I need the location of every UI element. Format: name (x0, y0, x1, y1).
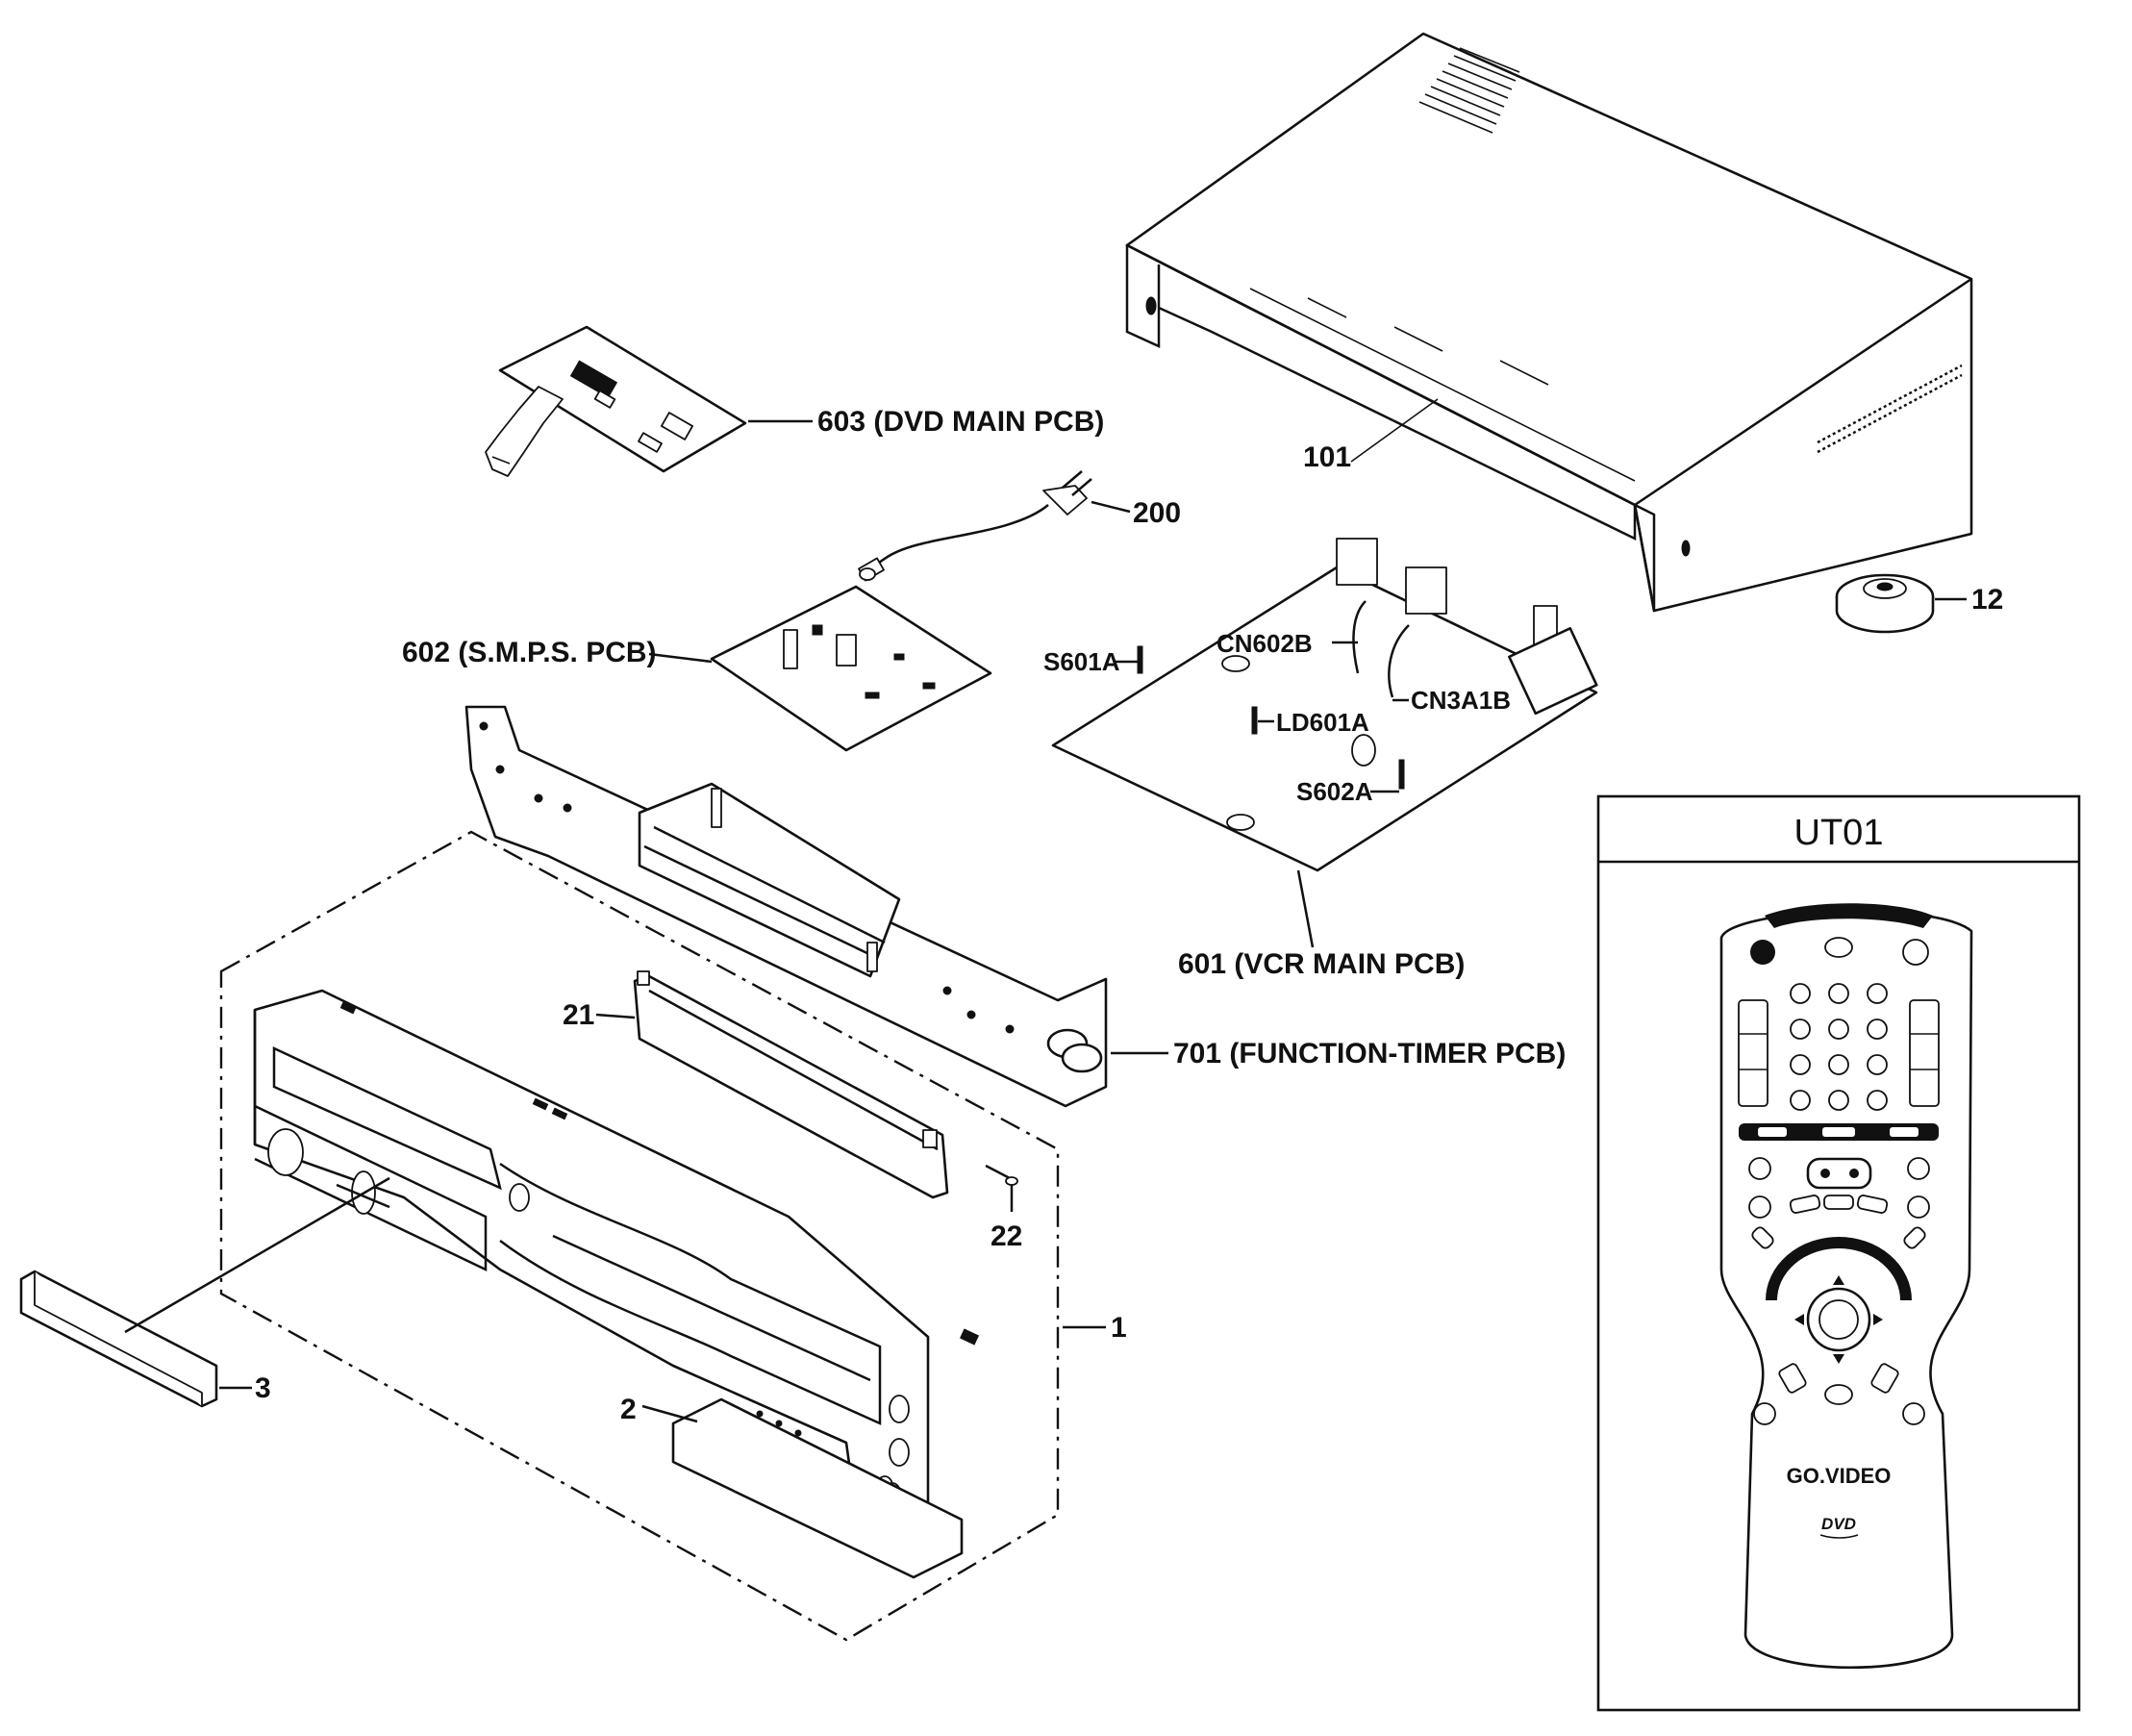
remote-box-title: UT01 (1794, 813, 1884, 853)
power-cord-part: 200 (858, 470, 1181, 582)
remote-function-bar (1739, 1123, 1939, 1141)
top-cover-part: 101 (1125, 32, 1973, 613)
label-vcr-main-pcb: 601 (VCR MAIN PCB) (1178, 948, 1465, 980)
label-top-cover: 101 (1303, 441, 1351, 473)
remote-transport-keys (1748, 1157, 1930, 1219)
foot-part: 12 (1835, 573, 2003, 634)
remote-control-box: UT01 (1596, 794, 2081, 1712)
dvd-main-pcb-part: 603 (DVD MAIN PCB) (485, 325, 1104, 477)
label-function-timer-pcb: 701 (FUNCTION-TIMER PCB) (1173, 1038, 1566, 1069)
remote-side-keys (1738, 999, 1940, 1107)
label-dvd-main-pcb: 603 (DVD MAIN PCB) (817, 406, 1104, 438)
label-cover-plate: 3 (255, 1372, 271, 1404)
label-window: 21 (563, 999, 594, 1031)
cover-plate-part: 3 (19, 1176, 390, 1408)
door-part: 2 (620, 1394, 698, 1425)
label-cn3a1b: CN3A1B (1411, 686, 1511, 715)
label-cn602b: CN602B (1216, 629, 1313, 658)
display-window-part: 21 (563, 970, 949, 1199)
label-screw: 22 (991, 1220, 1022, 1252)
label-s602a: S602A (1296, 777, 1373, 806)
label-smps-pcb: 602 (S.M.P.S. PCB) (402, 637, 657, 668)
vcr-heads (1336, 538, 1598, 716)
label-s601a: S601A (1043, 647, 1120, 676)
remote-control-part: GO.VIDEO DVD (1719, 903, 1973, 1670)
front-panel-part (253, 989, 980, 1579)
cover-vent-top (1418, 47, 1520, 134)
remote-logo: DVD (1821, 1515, 1856, 1533)
label-front-panel: 1 (1111, 1312, 1127, 1344)
label-door: 2 (620, 1394, 637, 1425)
smps-pcb-part: 602 (S.M.P.S. PCB) (402, 585, 992, 752)
cover-vent-side (1817, 364, 1963, 454)
label-foot: 12 (1971, 584, 2003, 616)
function-timer-pcb-part: 701 (FUNCTION-TIMER PCB) (464, 705, 1566, 1108)
vcr-main-pcb-part: S601A CN602B LD601A CN3A1B S602A 601 (VC… (1043, 538, 1598, 980)
label-ld601a: LD601A (1276, 708, 1369, 737)
remote-number-keys (1790, 983, 1888, 1111)
remote-brand: GO.VIDEO (1787, 1464, 1892, 1488)
label-power-cord: 200 (1133, 497, 1181, 529)
remote-top-keys (1750, 937, 1929, 966)
remote-navigation-pad (1751, 1226, 1926, 1425)
screw-part: 22 (985, 1164, 1022, 1252)
